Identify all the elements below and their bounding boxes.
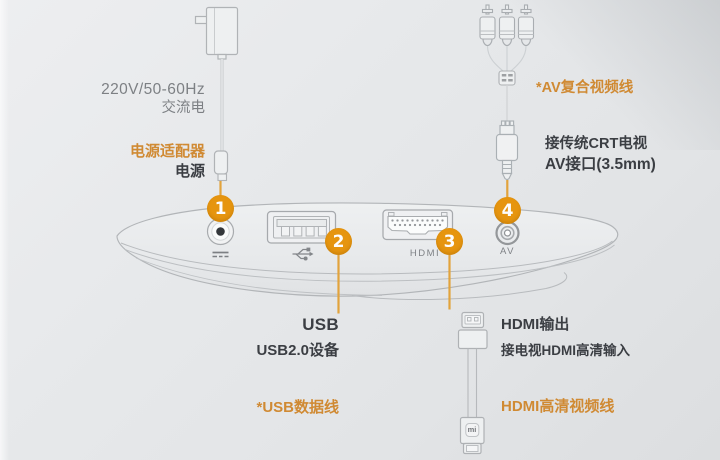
- paper-left-edge: [0, 0, 9, 460]
- av-desc-line2: AV接口(3.5mm): [545, 155, 656, 173]
- usb-text-block: USB USB2.0设备: [256, 315, 339, 360]
- power-spec-line2: 交流电: [161, 100, 206, 116]
- power-adapter-label: 电源适配器: [129, 143, 205, 160]
- dc-power-port: [206, 217, 235, 246]
- usb-title: USB: [302, 315, 339, 334]
- rca-junction: [498, 70, 516, 86]
- av-port-description: 接传统CRT电视 AV接口(3.5mm): [545, 134, 656, 175]
- usb-symbol-icon: [292, 247, 314, 261]
- device-illustration: [116, 202, 619, 301]
- dc-barrel-connector: [213, 150, 229, 175]
- badge-1-power: 1: [207, 195, 234, 222]
- hdmi-cable-icon: [457, 311, 488, 455]
- usb-subtitle: USB2.0设备: [256, 342, 339, 359]
- badge-4-av: 4: [494, 197, 521, 224]
- hdmi-subtitle: 接电视HDMI高清输入: [501, 343, 630, 358]
- dc-plug-tip: [217, 173, 228, 182]
- badge-3-hdmi: 3: [436, 228, 463, 255]
- av-35mm-plug-icon: [495, 120, 519, 181]
- adapter-body: [205, 6, 239, 56]
- power-cable: [213, 59, 229, 182]
- plug-prong: [194, 15, 208, 25]
- hdmi-title: HDMI输出: [501, 316, 570, 333]
- hdmi-port-label: HDMI: [409, 248, 441, 259]
- hdmi-text-block: HDMI输出 接电视HDMI高清输入: [501, 313, 630, 359]
- av-cable-label: *AV复合视频线: [536, 80, 634, 96]
- rca-plug: [498, 4, 516, 47]
- power-label: 电源: [174, 163, 205, 180]
- power-spec-line1: 220V/50-60Hz: [101, 81, 205, 98]
- rca-connectors-icon: [479, 4, 535, 86]
- mi-logo: mi: [467, 425, 477, 434]
- rca-plug: [517, 4, 535, 47]
- usb-port: [266, 210, 337, 244]
- power-adapter-icon: [194, 6, 239, 60]
- adapter-neck: [217, 53, 227, 60]
- usb-cable-label: *USB数据线: [256, 399, 339, 416]
- av-port-label: AV: [500, 246, 515, 257]
- hdmi-port: [382, 209, 454, 241]
- mi-logo-box: [465, 423, 480, 437]
- hdmi-cable-label: HDMI高清视频线: [501, 398, 615, 415]
- device-outline: [116, 202, 619, 297]
- av-desc-line1: 接传统CRT电视: [545, 136, 648, 152]
- power-spec-text: 220V/50-60Hz 交流电: [101, 80, 205, 118]
- rca-plug: [479, 4, 496, 47]
- badge-2-usb: 2: [325, 228, 352, 255]
- dc-symbol-icon: [212, 251, 229, 258]
- device-foot: [351, 272, 568, 301]
